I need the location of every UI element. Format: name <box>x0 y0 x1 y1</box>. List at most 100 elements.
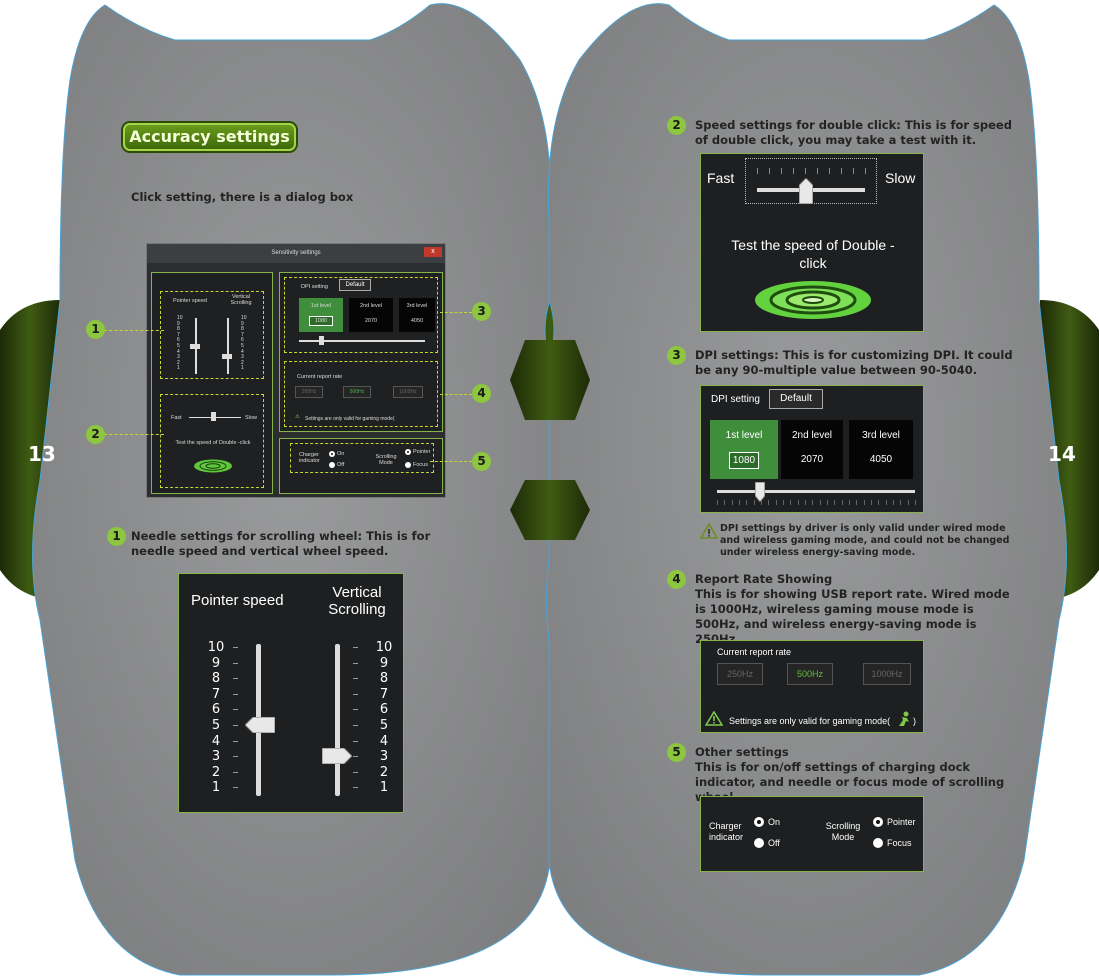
section4-title: Report Rate Showing <box>695 572 833 586</box>
callout-4: 4 <box>472 384 491 403</box>
dialog-level-1-value[interactable]: 1080 <box>309 316 333 326</box>
dialog-pointer-thumb[interactable] <box>190 344 200 349</box>
dialog-scroll-thumb[interactable] <box>222 354 232 359</box>
focus-mode-radio[interactable] <box>873 838 883 848</box>
default-button[interactable]: Default <box>769 389 823 409</box>
test-target-icon[interactable] <box>753 280 873 320</box>
vertical-scroll-track[interactable] <box>335 644 340 796</box>
slider-tick <box>878 500 880 505</box>
slider-tick <box>739 500 740 505</box>
dialog-rate-1000: 1000Hz <box>393 386 423 398</box>
dialog-scale-mark: 9 <box>177 320 180 327</box>
other-settings-panel: Charger indicator On Off Scrolling Mode … <box>700 796 924 872</box>
section5-badge: 5 <box>667 743 686 762</box>
slider-tick <box>841 168 842 174</box>
slider-tick <box>768 500 770 505</box>
dialog-level-1[interactable]: 1st level 1080 <box>299 298 343 332</box>
slider-tick <box>746 500 748 505</box>
page-number-left: 13 <box>28 442 56 466</box>
scale-mark: 8 <box>211 671 221 687</box>
dialog-focus-radio[interactable] <box>405 462 411 468</box>
dialog-warning-text: Settings are only valid for gaming mode( <box>305 416 395 422</box>
scale-mark: 1 <box>379 780 389 796</box>
pointer-speed-thumb[interactable] <box>245 717 275 733</box>
slider-tick <box>805 168 806 174</box>
dialog-scale-mark: 2 <box>241 359 244 366</box>
scale-mark: 10 <box>207 640 225 655</box>
dpi-thumb[interactable] <box>755 482 765 502</box>
dialog-test-target-icon[interactable] <box>193 459 233 473</box>
double-click-thumb[interactable] <box>799 178 813 204</box>
dialog-dpi-track[interactable] <box>299 340 425 342</box>
slider-tick <box>885 500 887 505</box>
section2-badge: 2 <box>667 116 686 135</box>
dialog-slow-label: Slow <box>245 415 257 421</box>
dialog-off-radio[interactable] <box>329 462 335 468</box>
pointer-mode-radio[interactable] <box>873 817 883 827</box>
scale-mark: 6 <box>211 702 221 718</box>
dialog-right-panel: DPI setting Default 1st level 1080 2nd l… <box>279 272 443 432</box>
charger-on-label: On <box>768 817 781 827</box>
slider-tick <box>819 500 821 505</box>
callout-line-4 <box>440 394 472 395</box>
dpi-settings-panel: DPI setting Default 1st level 1080 2nd l… <box>700 385 924 513</box>
dialog-scroll-track[interactable] <box>227 318 229 374</box>
dpi-track[interactable] <box>717 490 915 493</box>
dialog-level-3-value: 4050 <box>410 318 424 324</box>
dialog-level-2[interactable]: 2nd level 2070 <box>349 298 393 332</box>
test-double-click-text: Test the speed of Double -click <box>731 237 895 271</box>
callout-line-3 <box>440 312 472 313</box>
charger-off-radio[interactable] <box>754 838 764 848</box>
dialog-dpi-thumb[interactable] <box>319 336 324 345</box>
dialog-test-text: Test the speed of Double -click <box>175 440 251 446</box>
report-rate-label: Current report rate <box>717 647 792 657</box>
dpi-setting-label: DPI setting <box>711 394 760 405</box>
dpi-level-1[interactable]: 1st level 1080 <box>710 420 778 479</box>
dialog-other-panel: Charger indicator On Off Scrolling Mode … <box>279 438 443 494</box>
dialog-level-3[interactable]: 3rd level 4050 <box>399 298 435 332</box>
dpi-note-text: DPI settings by driver is only valid und… <box>720 523 1010 558</box>
callout-line-5 <box>430 461 472 462</box>
scale-tick <box>353 756 358 758</box>
scale-tick <box>233 709 238 711</box>
dialog-scale-mark: 8 <box>241 326 244 333</box>
dialog-warning-icon: ⚠ <box>295 414 300 420</box>
dialog-report-rate-label: Current report rate <box>297 374 343 380</box>
dialog-charger-label: Charger indicator <box>299 452 320 464</box>
section1-text: Needle settings for scrolling wheel: Thi… <box>131 529 431 558</box>
warning-icon <box>700 523 718 539</box>
scale-tick <box>233 725 238 726</box>
dialog-other-group: Charger indicator On Off Scrolling Mode … <box>290 443 434 473</box>
dialog-default-button[interactable]: Default <box>339 279 371 291</box>
dpi-level-2[interactable]: 2nd level 2070 <box>781 420 843 479</box>
dialog-scale-mark: 3 <box>241 354 244 361</box>
dialog-on-radio[interactable] <box>329 451 335 457</box>
charger-off-label: Off <box>768 838 780 848</box>
scale-tick <box>233 678 238 680</box>
callout-3: 3 <box>472 302 491 321</box>
dialog-scale-mark: 4 <box>241 348 244 355</box>
dialog-doubleclick-thumb[interactable] <box>211 412 216 421</box>
dpi-level-2-label: 2nd level <box>791 430 833 441</box>
charger-on-radio[interactable] <box>754 817 764 827</box>
dialog-pointer-radio[interactable] <box>405 449 411 455</box>
dialog-scale-mark: 5 <box>177 342 180 349</box>
scale-mark: 4 <box>379 733 389 749</box>
dpi-level-1-value[interactable]: 1080 <box>729 452 759 469</box>
dialog-titlebar: Sensitivity settings <box>147 244 445 263</box>
close-icon[interactable]: x <box>424 247 442 257</box>
scale-mark: 1 <box>211 780 221 796</box>
slider-tick <box>829 168 830 174</box>
page-number-right: 14 <box>1048 442 1076 466</box>
slider-tick <box>717 500 718 505</box>
vertical-scroll-thumb[interactable] <box>322 748 352 765</box>
scale-tick <box>353 693 358 695</box>
slider-tick <box>790 500 792 505</box>
dpi-level-3-value: 4050 <box>869 454 893 465</box>
scale-tick <box>353 740 358 742</box>
callout-5: 5 <box>472 452 491 471</box>
dialog-scale-mark: 10 <box>241 315 247 321</box>
dpi-level-3[interactable]: 3rd level 4050 <box>849 420 913 479</box>
scale-tick <box>353 787 358 789</box>
gaming-mode-icon <box>899 711 909 726</box>
